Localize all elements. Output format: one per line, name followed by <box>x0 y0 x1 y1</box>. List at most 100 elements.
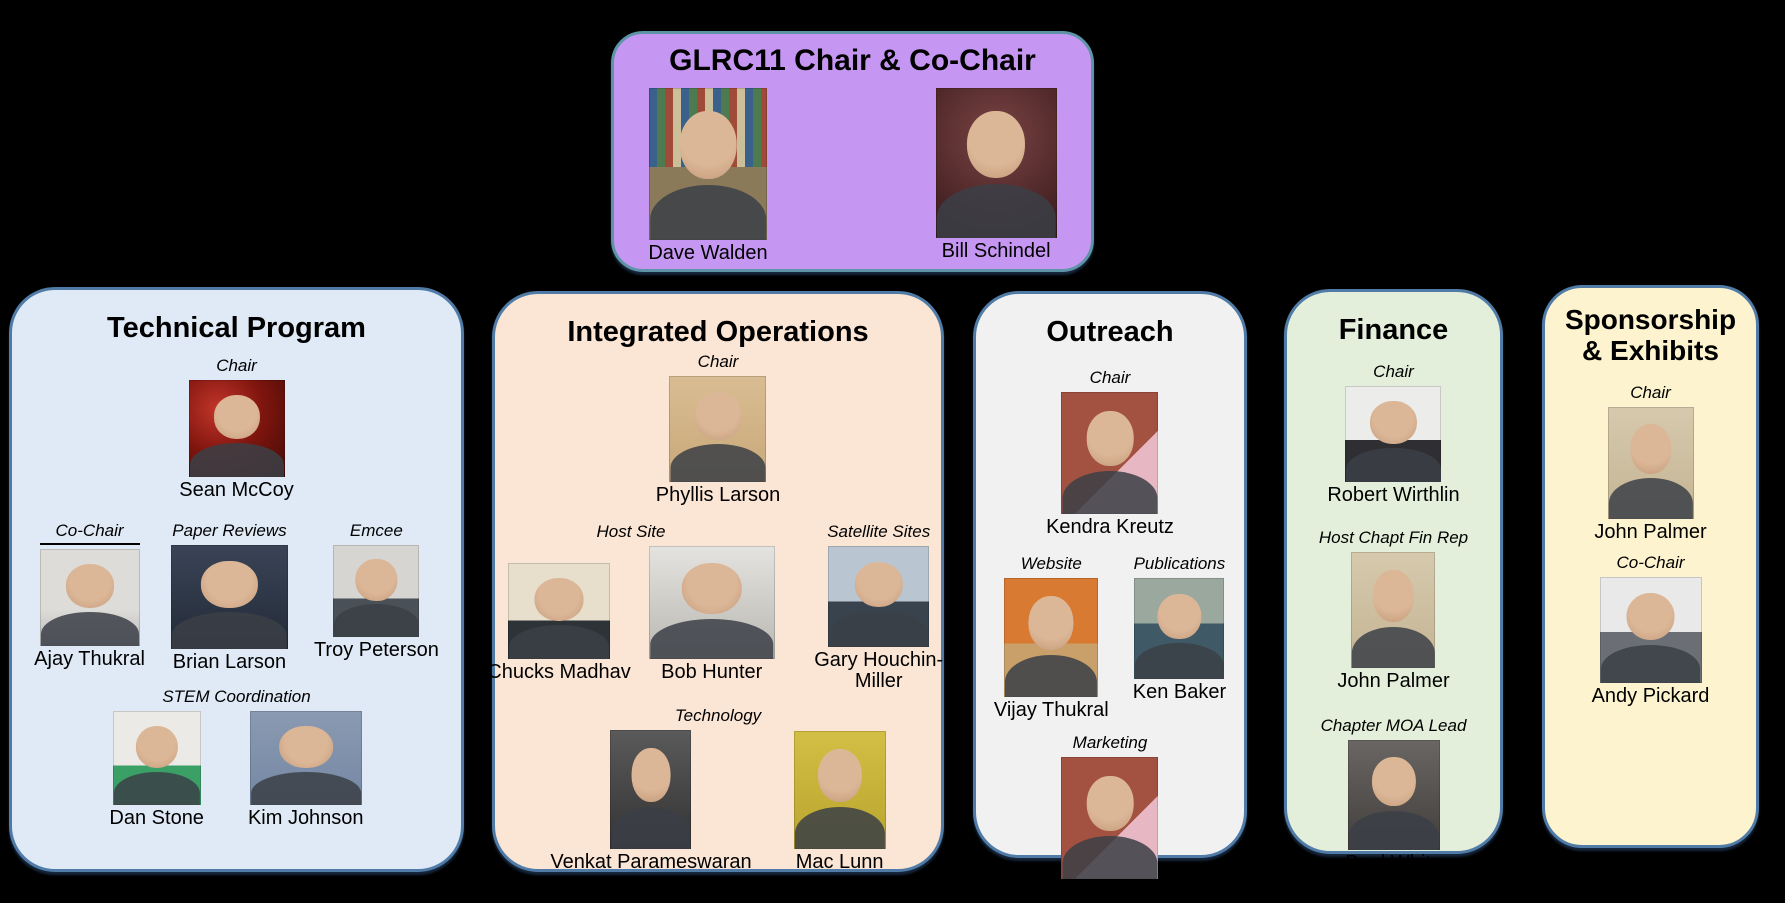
person-photo <box>610 730 692 850</box>
person: Troy Peterson <box>314 545 439 661</box>
person: Venkat Parameswaran <box>550 730 752 873</box>
role-group: Host Site Chucks Madhav Bob Hunter <box>487 522 775 684</box>
person-photo <box>1061 757 1159 880</box>
dept-row: Co-Chair Ajay Thukral Paper Reviews Bria… <box>34 521 439 673</box>
person-name: Vijay Thukral <box>993 699 1109 722</box>
person-name: John Palmer <box>1337 670 1450 693</box>
role-group: Chapter MOA Lead Paul White <box>1321 716 1467 874</box>
person-photo <box>170 545 288 650</box>
dept-title: Integrated Operations <box>567 316 869 348</box>
person-photo <box>508 563 610 660</box>
role-group: Chair Robert Wirthlin <box>1327 362 1459 506</box>
person: Sean McCoy <box>179 380 294 501</box>
person-photo <box>793 731 886 850</box>
person-name: John Palmer <box>1594 520 1707 543</box>
person: Robert Wirthlin <box>1327 386 1460 507</box>
person-photo <box>1004 578 1099 698</box>
person-name: Andy Pickard <box>1591 684 1710 707</box>
person-name: Brian Larson <box>172 651 287 674</box>
dept-row: Co-Chair Andy Pickard <box>1592 553 1710 707</box>
person: Paul White <box>1345 740 1442 874</box>
role-label: Chair <box>1089 368 1131 388</box>
person-name: Paul White <box>1345 852 1442 875</box>
dept-row: Chair Kendra Kreutz <box>1046 368 1174 538</box>
person-name: Ken Baker <box>1132 681 1227 704</box>
dept-title: Outreach <box>1046 316 1174 348</box>
person: Chucks Madhav <box>487 563 631 684</box>
person-name: Gary Houchin-Miller <box>814 649 944 693</box>
person-name: Phyllis Larson <box>655 484 781 507</box>
person-name: Chucks Madhav <box>487 661 631 684</box>
person: Phyllis Larson <box>655 376 781 507</box>
person-name: Ajay Thukral <box>34 648 145 671</box>
person: Ajay Thukral <box>34 549 145 670</box>
person-photo <box>1599 576 1702 683</box>
person: John Palmer <box>1594 406 1707 543</box>
role-group: Co-Chair Andy Pickard <box>1592 553 1710 707</box>
person: Vijay Thukral <box>994 578 1109 721</box>
dept-row: Chair Sean McCoy <box>179 356 294 501</box>
person-name: Bob Hunter <box>661 661 763 684</box>
person-photo <box>828 546 930 648</box>
person-photo <box>935 88 1057 238</box>
person: Kendra Kreutz <box>1046 392 1174 538</box>
person-name: Kim Johnson <box>247 807 364 830</box>
dept-panel-sponsorship-exhibits: Sponsorship & Exhibits Chair John Palmer… <box>1542 285 1759 848</box>
dept-title: Finance <box>1338 314 1449 346</box>
role-label: Chair <box>1630 382 1671 402</box>
dept-row: STEM Coordination Dan Stone Kim Johnson <box>109 687 363 829</box>
person-name: Kendra Kreutz <box>1046 516 1174 539</box>
role-group: Chair Phyllis Larson <box>656 352 781 506</box>
person-photo <box>1061 392 1159 515</box>
role-group: Chair Kendra Kreutz <box>1046 368 1174 538</box>
dept-panel-integrated-operations: Integrated Operations Chair Phyllis Lars… <box>487 291 944 874</box>
role-label: Chair <box>1373 362 1414 382</box>
person-name: Sean McCoy <box>179 479 294 502</box>
role-group: Satellite Sites Gary Houchin-Miller <box>809 522 949 692</box>
role-group: Website Vijay Thukral <box>994 554 1109 721</box>
person: Kim Johnson <box>248 711 364 829</box>
role-label: Co-Chair <box>39 521 140 546</box>
person: Andy Pickard <box>1591 576 1710 707</box>
dept-panel-technical-program: Technical Program Chair Sean McCoy Co-Ch… <box>9 287 464 872</box>
person-name: Dave Walden <box>648 242 768 264</box>
role-group: Paper Reviews Brian Larson <box>170 521 288 674</box>
dept-row: Host Chapt Fin Rep John Palmer <box>1319 528 1468 692</box>
dept-row: Chair John Palmer <box>1594 383 1706 543</box>
dept-title: Sponsorship & Exhibits <box>1564 304 1737 367</box>
person: Bill Schindel <box>935 88 1057 262</box>
person-name: Robert Wirthlin <box>1327 484 1460 507</box>
role-label: Satellite Sites <box>827 522 931 542</box>
person: Ken Baker <box>1133 578 1226 703</box>
person: Dave Walden <box>648 88 768 264</box>
person-photo <box>333 545 420 638</box>
dept-row: Chair Robert Wirthlin <box>1327 362 1459 506</box>
dept-row: Host Site Chucks Madhav Bob Hunter Satel… <box>487 522 948 692</box>
role-label: Marketing <box>1072 733 1148 753</box>
role-group: Marketing Kendra Kreutz <box>1046 733 1174 903</box>
role-label: Chair <box>697 352 739 372</box>
person-photo <box>1351 552 1436 669</box>
person: Gary Houchin-Miller <box>809 546 949 692</box>
role-label: Co-Chair <box>1616 552 1685 572</box>
person: Brian Larson <box>170 545 288 674</box>
person: Bob Hunter <box>648 546 775 684</box>
dept-panel-outreach: Outreach Chair Kendra Kreutz Website Vij… <box>973 291 1247 903</box>
person-photo <box>648 546 775 660</box>
person-photo <box>648 88 767 240</box>
person-photo <box>112 711 201 806</box>
chair-cochair-panel: GLRC11 Chair & Co-Chair Dave Walden Bill… <box>611 31 1094 272</box>
person-name: Bill Schindel <box>941 240 1051 262</box>
person-name: Dan Stone <box>109 807 204 830</box>
role-label: Website <box>1020 554 1082 574</box>
chair-members-row: Dave Walden Bill Schindel <box>648 88 1057 264</box>
role-label: Paper Reviews <box>172 521 287 541</box>
person-photo <box>1607 406 1694 519</box>
person-photo <box>188 380 285 478</box>
role-label: Publications <box>1133 554 1226 574</box>
person-name: Mac Lunn <box>795 851 884 874</box>
role-label: Emcee <box>349 521 403 541</box>
person-photo <box>669 376 767 483</box>
role-group: Chair John Palmer <box>1594 383 1706 543</box>
role-group: Emcee Troy Peterson <box>314 521 439 661</box>
